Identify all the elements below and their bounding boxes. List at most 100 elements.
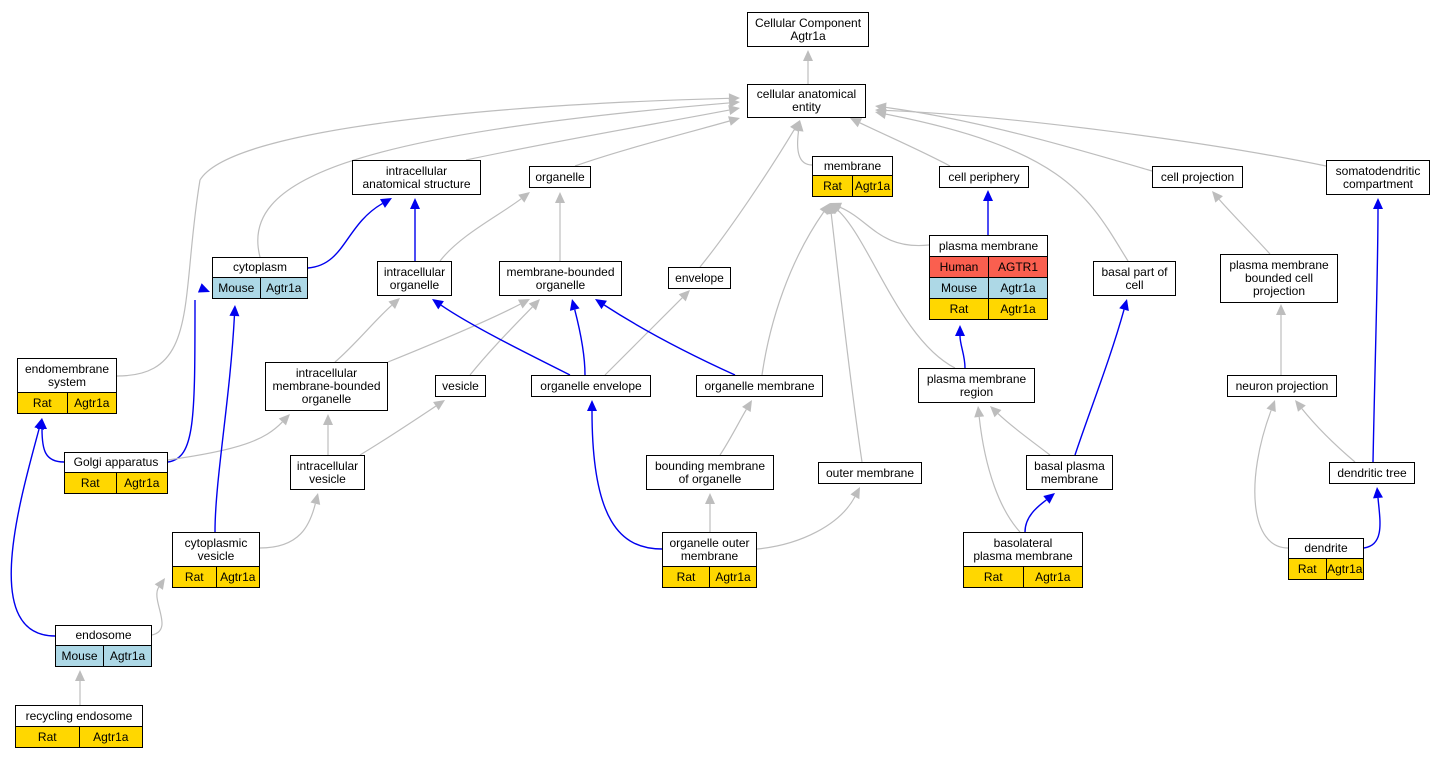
term-node-envelope[interactable]: envelope: [668, 267, 731, 289]
term-label: neuron projection: [1235, 378, 1329, 393]
gene-cell: Agtr1a: [259, 278, 308, 298]
arrowhead-icon: [229, 305, 240, 317]
term-label: basal part of cell: [1101, 264, 1168, 292]
arrowhead-icon: [875, 109, 887, 120]
arrowhead-icon: [1373, 198, 1383, 209]
term-node-neuronproj[interactable]: neuron projection: [1227, 375, 1337, 397]
term-label: somatodendritic compartment: [1335, 163, 1421, 191]
term-node-bmo[interactable]: bounding membrane of organelle: [646, 455, 774, 490]
term-node-orgenv[interactable]: organelle envelope: [531, 375, 651, 397]
arrowhead-icon: [1295, 400, 1306, 412]
term-node-somato[interactable]: somatodendritic compartment: [1326, 160, 1430, 195]
term-label: intracellular organelle: [383, 264, 446, 292]
arrowhead-icon: [528, 299, 540, 311]
term-label: membrane: [823, 158, 882, 173]
term-node-pmr[interactable]: plasma membrane region: [918, 368, 1035, 403]
term-label: cytoplasm: [232, 260, 288, 274]
term-label: intracellular membrane-bounded organelle: [272, 366, 381, 406]
term-node-basalpart[interactable]: basal part of cell: [1093, 261, 1176, 296]
term-label: intracellular vesicle: [296, 458, 359, 486]
term-label: plasma membrane bounded cell projection: [1229, 258, 1329, 298]
edge-is-a-somato-to-cae: [885, 109, 1327, 167]
gene-cell: Agtr1a: [1022, 567, 1083, 587]
term-node-cellproj[interactable]: cell projection: [1152, 166, 1243, 188]
edge-is-a-dendrite-to-neuronproj: [1254, 410, 1289, 549]
term-node-vesicle[interactable]: vesicle: [435, 375, 486, 397]
edge-part-of-orgmem-to-mbo: [603, 304, 736, 376]
edge-part-of-cytoplasm-to-ias: [307, 202, 383, 269]
gene-cell: Agtr1a: [115, 473, 168, 493]
edge-is-a-endomem-to-cae: [116, 97, 730, 377]
term-node-imbo[interactable]: intracellular membrane-bounded organelle: [265, 362, 388, 411]
arrowhead-icon: [323, 414, 333, 425]
arrowhead-icon: [705, 493, 715, 504]
term-label: organelle: [535, 169, 585, 184]
term-node-mbo[interactable]: membrane-bounded organelle: [499, 261, 622, 296]
arrowhead-icon: [197, 283, 210, 293]
species-cell: Rat: [184, 570, 204, 584]
term-node-organelle[interactable]: organelle: [529, 166, 591, 188]
arrowhead-icon: [410, 198, 420, 209]
term-node-cellperiph[interactable]: cell periphery: [939, 166, 1029, 188]
arrowhead-icon: [983, 190, 993, 201]
term-node-outermem[interactable]: outer membrane: [818, 462, 922, 484]
arrowhead-icon: [850, 118, 863, 128]
edge-is-a-basalpart-to-cae: [885, 113, 1129, 262]
edge-is-a-cytoves-to-intves: [259, 503, 316, 549]
arrowhead-icon: [518, 192, 530, 203]
term-node-pmbcp[interactable]: plasma membrane bounded cell projection: [1220, 254, 1338, 303]
arrowhead-icon: [388, 298, 400, 310]
edge-part-of-basalpm-to-basalpart: [1074, 309, 1125, 456]
edge-part-of-pmr-to-pm: [959, 335, 966, 369]
term-node-cae[interactable]: cellular anatomical entity: [747, 84, 866, 118]
edge-is-a-envelope-to-cae: [699, 129, 795, 268]
term-label: cell projection: [1160, 169, 1235, 184]
term-label: outer membrane: [825, 465, 915, 480]
arrowhead-icon: [1119, 299, 1129, 311]
edge-is-a-dendtree-to-neuronproj: [1301, 408, 1356, 463]
term-label: basolateral plasma membrane: [973, 535, 1073, 563]
term-label: Golgi apparatus: [73, 455, 159, 469]
edge-is-a-blpm-to-pmr: [978, 416, 1021, 533]
gene-cell: Agtr1a: [852, 176, 892, 196]
term-label: basal plasma membrane: [1034, 458, 1105, 486]
term-node-dendtree[interactable]: dendritic tree: [1329, 462, 1415, 484]
term-label: plasma membrane: [938, 238, 1039, 253]
arrowhead-icon: [955, 325, 965, 336]
term-node-intorg[interactable]: intracellular organelle: [377, 261, 452, 296]
term-node-ias[interactable]: intracellular anatomical structure: [352, 160, 481, 195]
edge-is-a-intorg-to-organelle: [439, 198, 522, 262]
arrowhead-icon: [75, 670, 85, 681]
edge-is-a-imbo-to-intorg: [334, 304, 393, 363]
term-node-basalpm[interactable]: basal plasma membrane: [1026, 455, 1113, 490]
term-node-intves[interactable]: intracellular vesicle: [290, 455, 365, 490]
term-node-orgmem[interactable]: organelle membrane: [696, 375, 823, 397]
arrowhead-icon: [379, 198, 392, 208]
term-label: endosome: [75, 628, 132, 642]
species-cell: Human: [939, 260, 979, 274]
term-label: Cellular Component Agtr1a: [754, 15, 862, 43]
arrowhead-icon: [517, 299, 530, 309]
term-label: dendritic tree: [1337, 465, 1407, 480]
term-label: cellular anatomical entity: [756, 87, 857, 114]
gene-cell: Agtr1a: [1325, 559, 1364, 579]
term-node-cc[interactable]: Cellular Component Agtr1a: [747, 12, 869, 47]
